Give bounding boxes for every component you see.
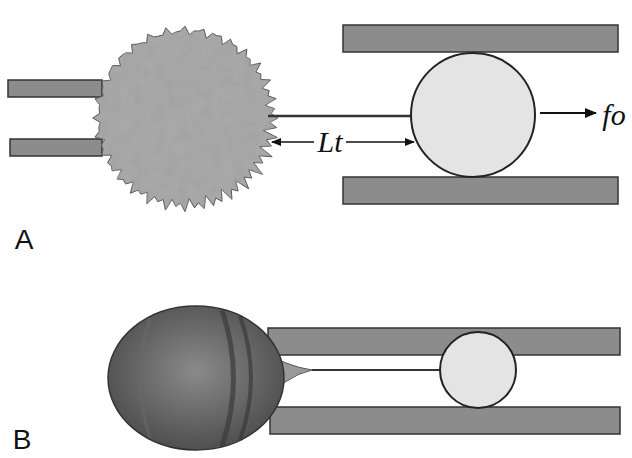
pipette-wall xyxy=(343,25,618,52)
panel-label: B xyxy=(13,426,32,454)
length-label: Lt xyxy=(314,127,345,157)
pipette-wall xyxy=(8,80,102,97)
cell-band xyxy=(140,318,150,438)
pipette-wall xyxy=(270,407,620,434)
bead xyxy=(440,332,516,408)
panel-label: A xyxy=(15,226,34,254)
force-label: fo xyxy=(602,100,625,130)
cell xyxy=(108,306,284,450)
bead xyxy=(411,53,535,177)
cell-band xyxy=(222,310,234,446)
cell xyxy=(93,26,278,211)
tether xyxy=(268,115,420,118)
cell-band xyxy=(240,316,251,440)
pipette-wall xyxy=(343,177,618,204)
tether xyxy=(312,369,440,371)
pipette-wall xyxy=(10,139,102,156)
force-arrow xyxy=(540,112,596,114)
